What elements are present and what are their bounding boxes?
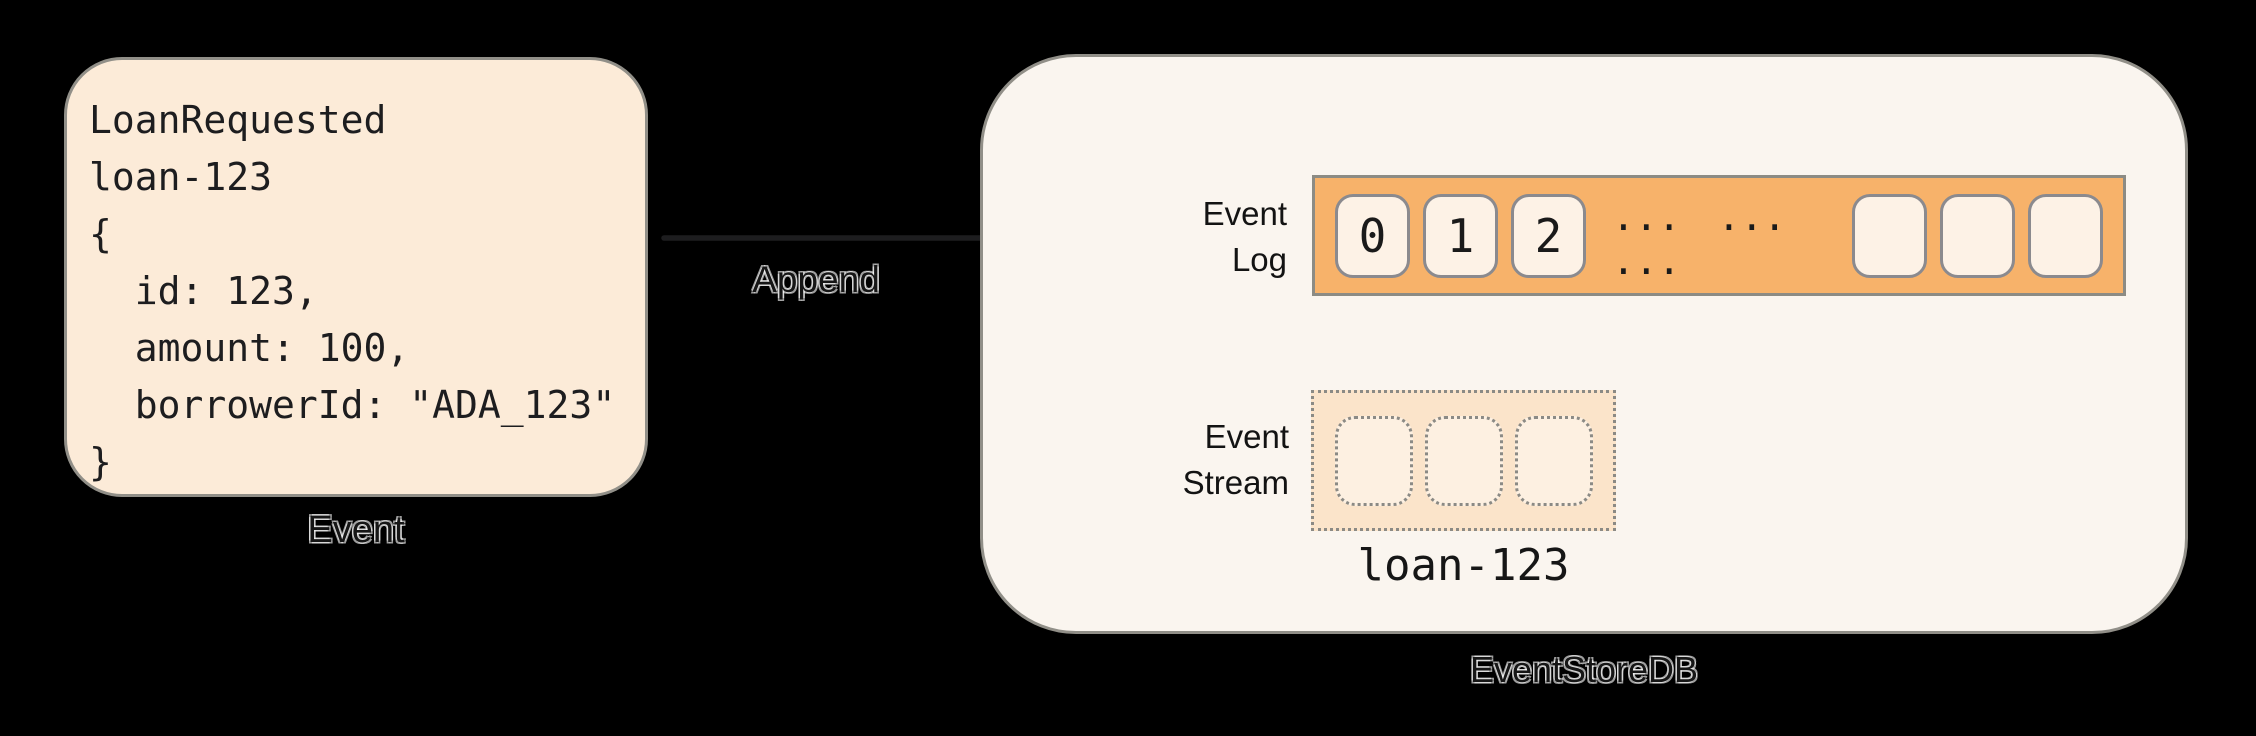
event-log-empty-cell [2028,193,2103,278]
event-stream-empty-cell [1424,415,1503,506]
stream-name: loan-123 [1357,540,1570,591]
event-log-empty-cell [1940,193,2015,278]
eventstoredb-caption: EventStoreDB [1469,649,1699,690]
event-code: LoanRequested loan-123 { id: 123, amount… [89,98,616,484]
event-stream-empty-cell [1334,415,1413,506]
event-log-cell: 0 [1335,193,1410,278]
append-label: Append [752,259,880,300]
event-card-caption: Event [307,509,405,551]
event-log-cell: 2 [1511,193,1586,278]
event-stream-empty-cell [1514,415,1593,506]
event-stream-cells [1334,415,1593,506]
event-log-empty-cell [1852,193,1927,278]
event-stream-label: Event Stream [1182,418,1289,501]
event-stream-box [1311,390,1616,531]
event-log-empty-cells [1852,193,2103,278]
event-log-cell: 1 [1423,193,1498,278]
event-log-ellipsis: ... ... ... [1612,194,1787,283]
event-card: LoanRequested loan-123 { id: 123, amount… [64,57,648,497]
event-log-label: Event Log [1202,195,1287,278]
eventstoredb-panel [980,54,2188,634]
